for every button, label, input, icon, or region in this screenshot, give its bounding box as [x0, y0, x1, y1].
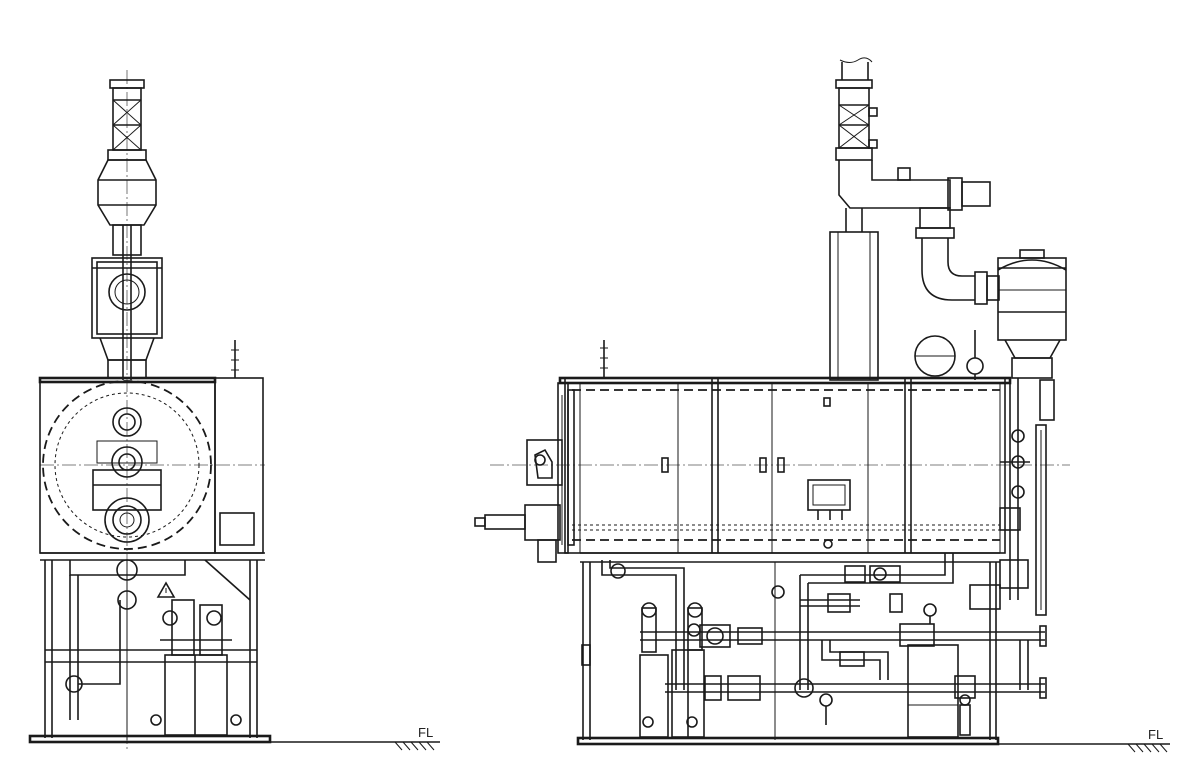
front-burner-housing: [91, 257, 163, 379]
side-front-door: [474, 382, 575, 563]
side-chemical-tank: [907, 644, 971, 738]
front-view: FL: [28, 70, 440, 752]
side-pressure-gauge: [914, 330, 984, 380]
side-feedwater-unit: [639, 602, 705, 738]
front-piping: [65, 559, 186, 740]
side-flue-duct: [829, 231, 879, 381]
side-floor-line: FL: [998, 727, 1170, 753]
front-shell-outline: [42, 380, 212, 550]
warning-triangle-icon: [156, 581, 176, 598]
side-level-probe: [600, 340, 608, 378]
side-deaerator-tank: [997, 249, 1067, 379]
side-base-frame: [576, 552, 1000, 746]
side-water-level-column: [969, 378, 1055, 616]
front-exhaust-stack: [97, 79, 157, 380]
side-exhaust-stack: [835, 57, 991, 232]
side-economizer-pipe: [915, 207, 1000, 305]
front-feedwater-unit: [150, 599, 242, 736]
side-view: FL: [474, 57, 1170, 753]
side-piping-network: [601, 553, 1047, 725]
side-control-panel: [807, 479, 851, 549]
front-floor-label: FL: [418, 725, 433, 740]
front-base-frame: [28, 552, 272, 744]
front-control-panel: [214, 340, 264, 554]
front-burner-assembly: [92, 440, 162, 543]
front-floor-line: FL: [270, 725, 440, 751]
side-floor-label: FL: [1148, 727, 1163, 742]
front-inspection-port: [112, 407, 142, 437]
side-boiler-shell: [558, 376, 1012, 554]
